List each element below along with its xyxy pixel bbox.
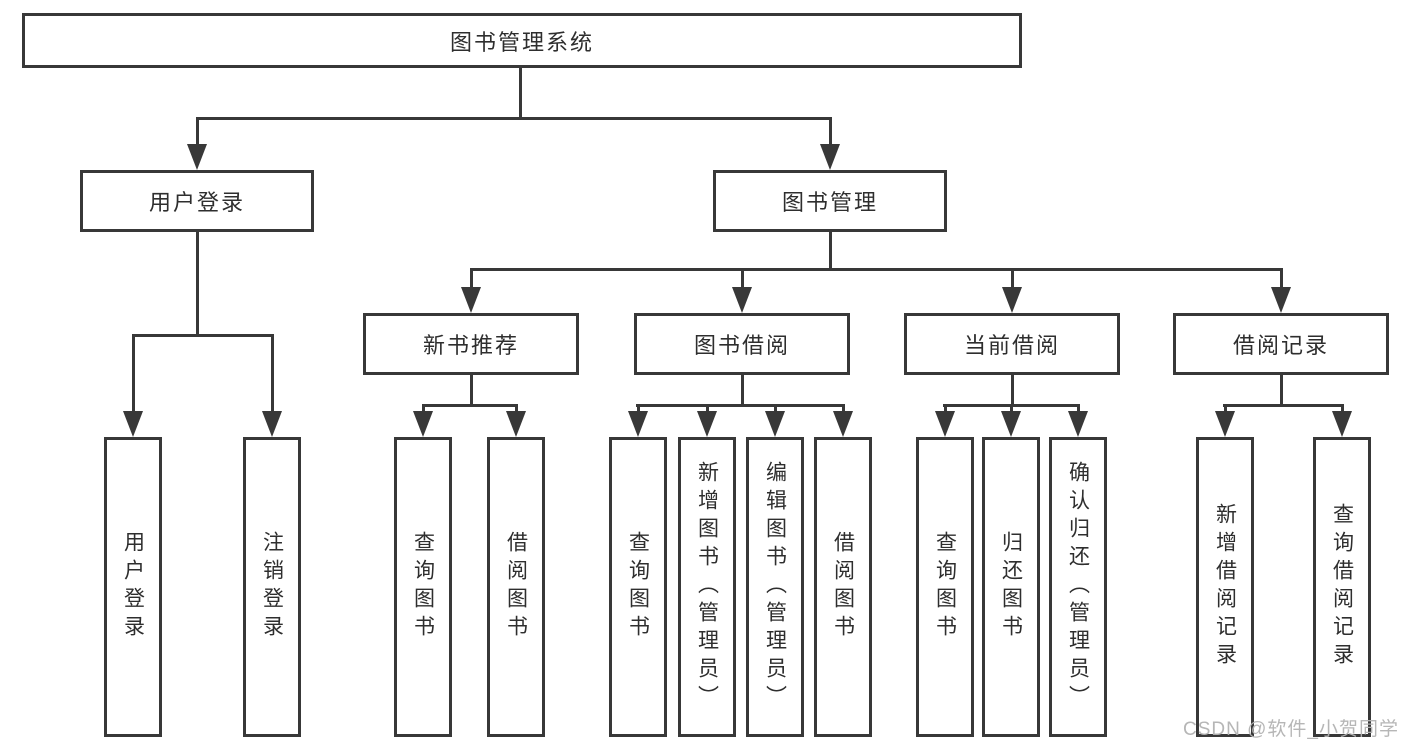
connector-user-login-branch	[132, 334, 274, 337]
arrowhead-down	[1001, 411, 1021, 437]
leaf-borrow-books-recommend: 借阅图书	[487, 437, 545, 737]
node-label: 新书推荐	[422, 333, 519, 358]
connector-feed	[470, 375, 473, 406]
arrowhead-down	[697, 411, 717, 437]
connector-stem	[1010, 404, 1013, 414]
leaf-logout: 注销登录	[243, 437, 301, 737]
node-current-borrowing: 当前借阅	[904, 313, 1120, 375]
leaf-confirm-return-admin: 确认归还（管理员）	[1049, 437, 1107, 737]
connector-stem	[196, 118, 199, 146]
connector-branch	[1223, 404, 1343, 407]
leaf-query-books-current: 查询图书	[916, 437, 974, 737]
arrowhead-down	[1068, 411, 1088, 437]
arrowhead-down	[262, 411, 282, 437]
connector-stem	[1224, 404, 1227, 414]
connector-stem	[1280, 270, 1283, 290]
node-label: 借阅图书	[831, 531, 855, 643]
node-library-management-system: 图书管理系统	[22, 13, 1022, 68]
connector-stem	[829, 118, 832, 146]
arrowhead-down	[187, 144, 207, 170]
node-label: 注销登录	[260, 531, 284, 643]
node-label: 编辑图书（管理员）	[763, 461, 787, 713]
connector-stem	[1077, 404, 1080, 414]
connector-stem	[1011, 270, 1014, 290]
connector-stem	[470, 270, 473, 290]
connector-stem	[637, 404, 640, 414]
connector-book-management-branch	[470, 268, 1283, 271]
node-label: 查询图书	[933, 531, 957, 643]
node-label: 用户登录	[121, 531, 145, 643]
arrowhead-down	[1271, 287, 1291, 313]
leaf-add-book-admin: 新增图书（管理员）	[678, 437, 736, 737]
node-new-book-recommendation: 新书推荐	[363, 313, 579, 375]
node-label: 图书借阅	[693, 333, 790, 358]
connector-root-feed	[519, 68, 522, 120]
connector-stem	[842, 404, 845, 414]
node-label: 当前借阅	[963, 333, 1060, 358]
connector-branch	[422, 404, 518, 407]
connector-user-login-feed	[196, 232, 199, 336]
node-book-borrowing: 图书借阅	[634, 313, 850, 375]
arrowhead-down	[461, 287, 481, 313]
node-label: 借阅图书	[504, 531, 528, 643]
node-label: 查询图书	[411, 531, 435, 643]
connector-branch	[636, 404, 845, 407]
leaf-borrow-books-borrowing: 借阅图书	[814, 437, 872, 737]
connector-root-branch	[196, 117, 832, 120]
arrowhead-down	[628, 411, 648, 437]
arrowhead-down	[732, 287, 752, 313]
connector-stem	[1341, 404, 1344, 414]
node-label: 新增图书（管理员）	[695, 461, 719, 713]
connector-stem	[132, 336, 135, 414]
arrowhead-down	[833, 411, 853, 437]
connector-stem	[271, 336, 274, 414]
connector-feed	[1011, 375, 1014, 406]
node-label: 借阅记录	[1232, 333, 1329, 358]
connector-stem	[422, 404, 425, 414]
arrowhead-down	[1332, 411, 1352, 437]
leaf-query-borrow-record: 查询借阅记录	[1313, 437, 1371, 737]
connector-stem	[741, 270, 744, 290]
leaf-edit-book-admin: 编辑图书（管理员）	[746, 437, 804, 737]
node-label: 用户登录	[148, 190, 245, 215]
node-label: 归还图书	[999, 531, 1023, 643]
arrowhead-down	[935, 411, 955, 437]
leaf-add-borrow-record: 新增借阅记录	[1196, 437, 1254, 737]
leaf-user-login: 用户登录	[104, 437, 162, 737]
connector-stem	[774, 404, 777, 414]
node-label: 查询借阅记录	[1330, 503, 1354, 671]
connector-stem	[944, 404, 947, 414]
node-label: 图书管理系统	[449, 29, 594, 55]
node-book-management: 图书管理	[713, 170, 947, 232]
leaf-query-books-recommend: 查询图书	[394, 437, 452, 737]
node-label: 图书管理	[781, 190, 878, 215]
arrowhead-down	[506, 411, 526, 437]
node-label: 确认归还（管理员）	[1066, 461, 1090, 713]
arrowhead-down	[413, 411, 433, 437]
node-user-login: 用户登录	[80, 170, 314, 232]
arrowhead-down	[820, 144, 840, 170]
node-borrowing-records: 借阅记录	[1173, 313, 1389, 375]
connector-feed	[1280, 375, 1283, 406]
node-label: 查询图书	[626, 531, 650, 643]
arrowhead-down	[1002, 287, 1022, 313]
arrowhead-down	[123, 411, 143, 437]
arrowhead-down	[1215, 411, 1235, 437]
leaf-return-books: 归还图书	[982, 437, 1040, 737]
connector-stem	[515, 404, 518, 414]
csdn-watermark: CSDN @软件_小贺同学	[1183, 719, 1399, 740]
connector-feed	[741, 375, 744, 406]
connector-book-management-feed	[829, 232, 832, 270]
arrowhead-down	[765, 411, 785, 437]
leaf-query-books-borrowing: 查询图书	[609, 437, 667, 737]
connector-stem	[706, 404, 709, 414]
node-label: 新增借阅记录	[1213, 503, 1237, 671]
